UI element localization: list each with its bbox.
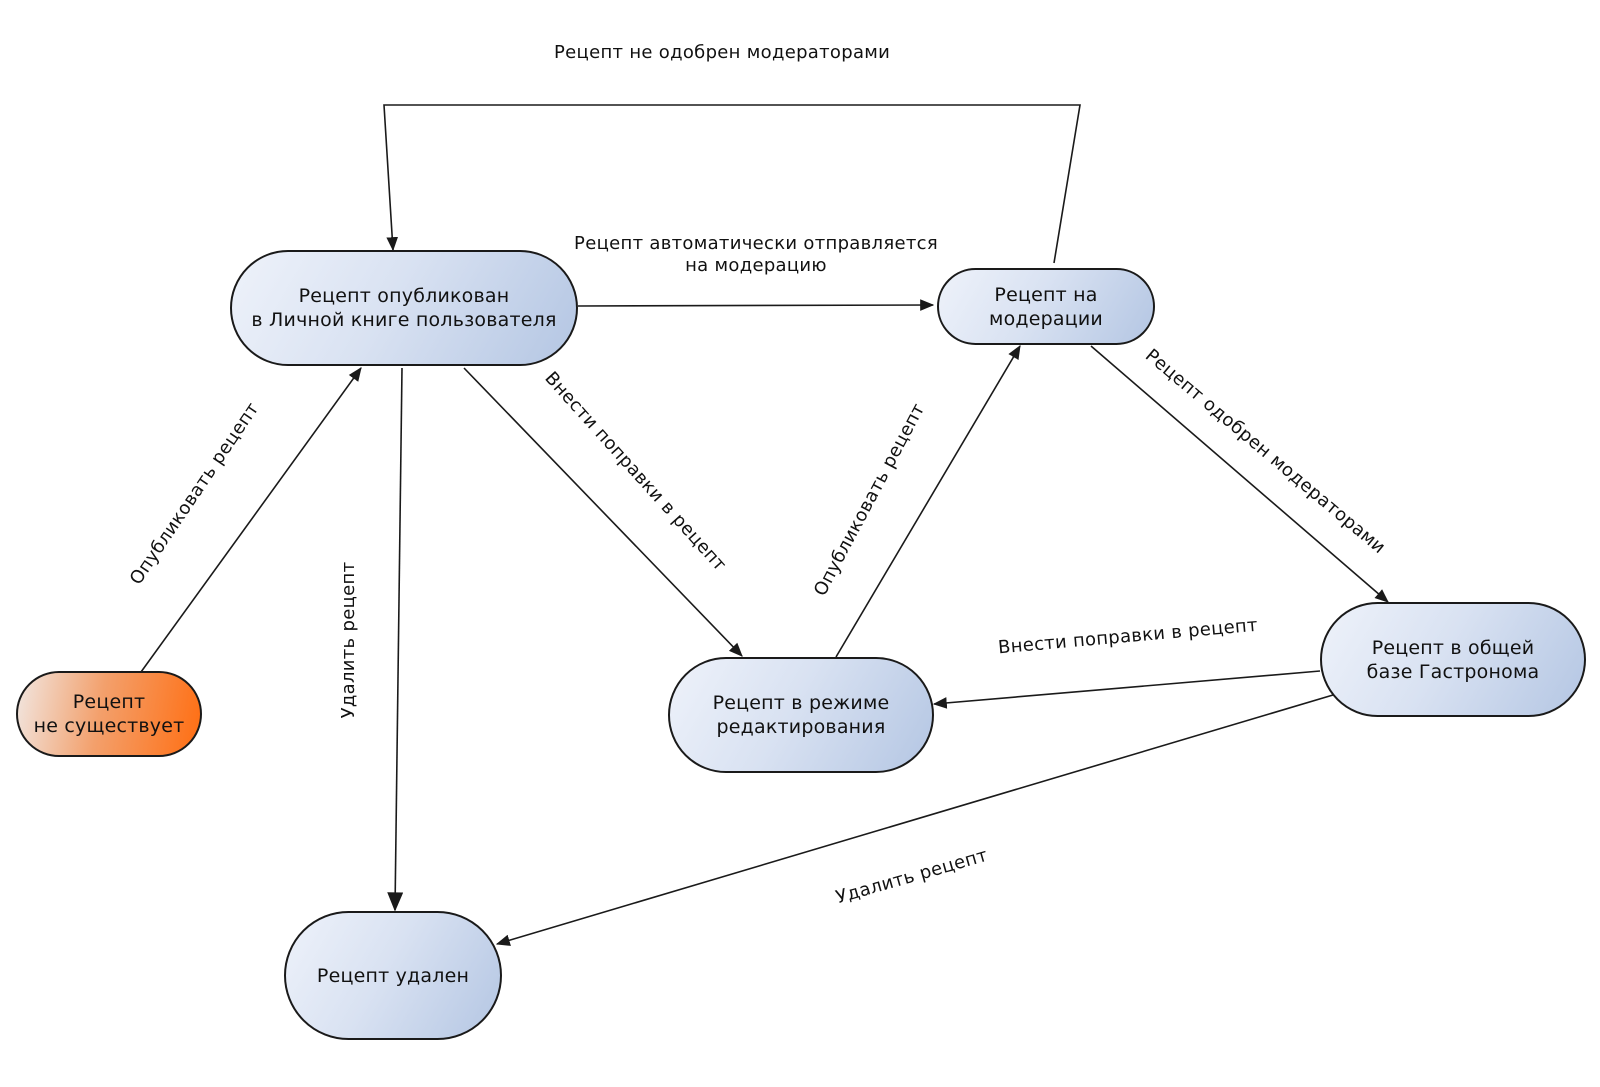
state-on-moderation-line2: модерации	[989, 307, 1103, 330]
state-published-personal-line1: Рецепт опубликован	[298, 285, 510, 307]
label-auto-moderation: Рецепт автоматически отправляется на мод…	[566, 233, 946, 277]
state-published-personal: Рецепт опубликован в Личной книге пользо…	[230, 250, 578, 366]
edge-delete-from-common	[495, 694, 1334, 946]
state-in-editing-line1: Рецепт в режиме	[712, 692, 890, 714]
state-in-editing-line2: редактирования	[716, 716, 886, 738]
state-in-common-base: Рецепт в общей базе Гастронома	[1320, 602, 1586, 717]
state-in-common-base-line2: базе Гастронома	[1366, 660, 1540, 683]
label-delete-from-personal: Удалить рецепт	[338, 561, 359, 719]
label-not-approved: Рецепт не одобрен модераторами	[554, 42, 891, 63]
state-on-moderation: Рецепт на модерации	[937, 268, 1155, 345]
edge-edit-from-common	[932, 670, 1321, 709]
edge-publish-from-none	[140, 367, 362, 673]
label-auto-moderation-line2: на модерацию	[685, 255, 827, 276]
state-not-exists-line2: не существует	[33, 715, 185, 737]
edge-auto-moderation	[577, 299, 935, 311]
label-auto-moderation-line1: Рецепт автоматически отправляется	[574, 233, 938, 254]
state-published-personal-line2: в Личной книге пользователя	[251, 309, 557, 331]
edge-approved	[1090, 345, 1389, 603]
state-not-exists-line1: Рецепт	[72, 691, 146, 713]
state-deleted: Рецепт удален	[284, 911, 502, 1040]
edge-delete-from-personal	[387, 367, 404, 912]
state-not-exists: Рецепт не существует	[16, 671, 202, 757]
edge-edit-from-personal	[463, 367, 743, 657]
state-on-moderation-line1: Рецепт на	[994, 283, 1098, 306]
edge-not-approved	[383, 104, 1081, 264]
state-in-common-base-line1: Рецепт в общей	[1371, 636, 1535, 659]
edge-publish-from-editing	[835, 344, 1021, 658]
state-in-editing: Рецепт в режиме редактирования	[668, 657, 934, 773]
state-deleted-label: Рецепт удален	[316, 964, 470, 987]
